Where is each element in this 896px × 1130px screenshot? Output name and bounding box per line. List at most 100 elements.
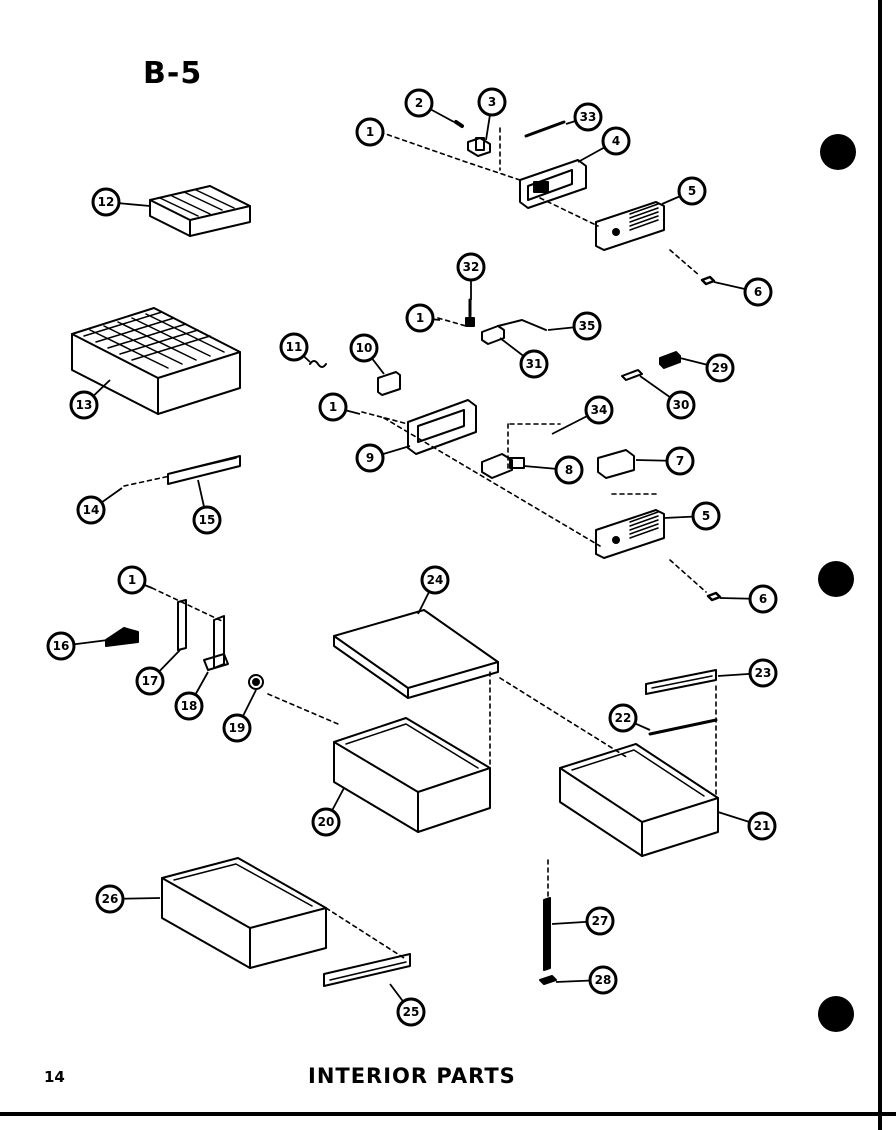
callout-19: 19	[222, 689, 257, 743]
callout-label: 30	[673, 398, 690, 412]
callout-32: 32	[456, 252, 486, 300]
callout-1: 1	[318, 392, 361, 422]
callout-33: 33	[565, 102, 603, 132]
callout-31: 31	[499, 337, 549, 379]
callout-13: 13	[69, 379, 111, 420]
callout-label: 10	[356, 341, 373, 355]
callout-26: 26	[95, 884, 161, 914]
callout-6: 6	[719, 584, 778, 614]
callout-1: 1	[117, 565, 153, 595]
part-23-rail	[645, 669, 717, 695]
part-15-rail	[167, 455, 241, 485]
callout-label: 31	[526, 357, 543, 371]
callout-label: 21	[754, 819, 771, 833]
callout-label: 28	[595, 973, 612, 987]
callout-11: 11	[279, 332, 311, 363]
callout-35: 35	[547, 311, 602, 341]
part-30-socket	[621, 369, 643, 381]
part-25-rail	[323, 953, 411, 987]
part-20-crisper-pan	[333, 717, 491, 833]
callout-25: 25	[389, 983, 426, 1027]
part-16-hinge	[105, 627, 139, 647]
callout-29: 29	[679, 353, 735, 383]
callout-label: 20	[318, 815, 335, 829]
callout-label: 4	[612, 134, 620, 148]
part-12-ice-tray	[149, 185, 251, 237]
bottom-border	[0, 1112, 896, 1116]
part-29-clip	[659, 351, 681, 369]
callout-label: 6	[754, 285, 762, 299]
callout-label: 5	[702, 509, 710, 523]
part-26-crisper-pan	[161, 857, 327, 969]
callout-10: 10	[349, 333, 385, 375]
part-19-roller	[248, 674, 264, 690]
callout-label: 23	[755, 666, 772, 680]
part-31-clip	[481, 325, 505, 345]
part-5-control-panel-lower	[595, 509, 665, 559]
callout-label: 33	[580, 110, 597, 124]
part-32-screw	[465, 298, 475, 327]
callout-label: 11	[286, 340, 303, 354]
part-2-screw	[454, 120, 464, 128]
part-24-crisper-cover	[333, 609, 499, 699]
part-18-bracket	[203, 615, 229, 671]
callout-21: 21	[717, 811, 777, 841]
callout-label: 3	[488, 95, 496, 109]
callout-17: 17	[135, 649, 181, 696]
callout-label: 15	[199, 513, 216, 527]
part-35-wire	[497, 319, 547, 331]
callout-20: 20	[311, 787, 345, 837]
callout-9: 9	[355, 443, 411, 473]
page-title: INTERIOR PARTS	[308, 1064, 516, 1088]
part-17-strip	[177, 599, 187, 651]
part-33-wire	[524, 120, 566, 138]
callout-4: 4	[577, 126, 631, 163]
callout-label: 18	[181, 699, 198, 713]
section-code: B-5	[143, 56, 203, 91]
callout-label: 1	[128, 573, 136, 587]
part-4-control-housing	[519, 159, 587, 209]
callout-22: 22	[608, 703, 651, 733]
callout-label: 5	[688, 184, 696, 198]
callout-label: 19	[229, 721, 246, 735]
callout-label: 1	[329, 400, 337, 414]
callout-1: 1	[355, 117, 385, 147]
part-9-control-housing	[407, 399, 477, 455]
part-6-knob-upper	[700, 275, 716, 286]
callout-label: 13	[76, 398, 93, 412]
callout-5: 5	[663, 501, 721, 531]
callout-label: 17	[142, 674, 159, 688]
part-11-spring	[309, 360, 327, 368]
callout-label: 34	[591, 403, 608, 417]
part-22-rod	[648, 718, 718, 736]
callout-23: 23	[717, 658, 778, 688]
callout-label: 14	[83, 503, 100, 517]
callout-3: 3	[477, 87, 507, 141]
callout-1: 1	[405, 303, 441, 333]
callout-16: 16	[46, 631, 109, 661]
callout-24: 24	[417, 565, 450, 615]
part-7-switch	[597, 449, 635, 479]
callout-label: 25	[403, 1005, 420, 1019]
callout-label: 1	[366, 125, 374, 139]
callout-5: 5	[661, 176, 707, 206]
page-number: 14	[44, 1068, 65, 1086]
callout-label: 24	[427, 573, 444, 587]
callout-label: 12	[98, 195, 115, 209]
callout-27: 27	[551, 906, 615, 936]
part-5-control-panel-upper	[595, 201, 665, 251]
callout-label: 27	[592, 914, 609, 928]
callout-label: 6	[759, 592, 767, 606]
callout-label: 16	[53, 639, 70, 653]
part-21-meat-pan	[559, 743, 719, 857]
callout-15: 15	[192, 479, 222, 535]
callout-30: 30	[639, 375, 696, 420]
callout-label: 29	[712, 361, 729, 375]
part-3-bracket	[467, 137, 491, 157]
callout-label: 7	[676, 454, 684, 468]
binder-hole-middle	[818, 561, 854, 597]
right-border	[878, 0, 882, 1130]
callout-12: 12	[91, 187, 151, 217]
